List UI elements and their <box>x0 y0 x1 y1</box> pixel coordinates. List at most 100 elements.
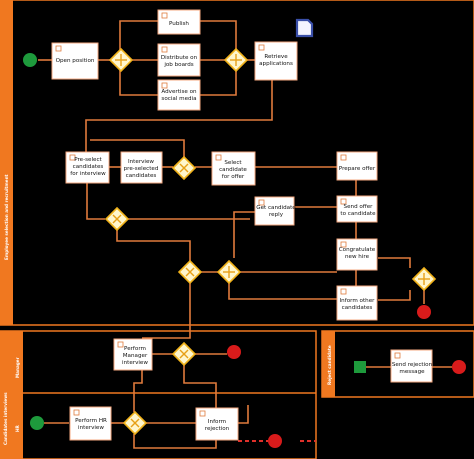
task-manager-interview[interactable]: Perform Manager interview <box>113 338 153 371</box>
svg-text:for interview: for interview <box>70 171 106 177</box>
task-label-inform-other-1: Inform other <box>340 298 376 304</box>
task-label-prepare-offer: Prepare offer <box>339 166 376 172</box>
svg-text:candidates: candidates <box>73 164 104 170</box>
task-open-position[interactable]: Open position <box>51 42 99 80</box>
task-distribute-job-boards[interactable]: Distribute on job boards <box>157 43 201 77</box>
svg-text:to candidate: to candidate <box>340 211 376 217</box>
task-publish[interactable]: Publish <box>157 9 201 35</box>
task-get-candidate-reply[interactable]: Get candidate reply <box>254 196 296 226</box>
task-label-advertise-1: Advertise on <box>161 89 197 95</box>
gateway-hr-decision[interactable] <box>122 410 148 436</box>
pool-label-interviews: Candidates interviews <box>3 392 8 445</box>
gateway-manager-decision[interactable] <box>171 341 197 367</box>
svg-text:candidates: candidates <box>342 305 373 311</box>
task-label-retrieve-2: applications <box>259 61 293 67</box>
start-event-reject[interactable] <box>354 361 366 373</box>
task-label-manager-interview-1: Perform <box>124 346 146 352</box>
task-marker-icon <box>394 352 401 359</box>
end-event-manager[interactable] <box>227 345 241 359</box>
gateway-interview-decision[interactable] <box>171 155 197 181</box>
svg-text:candidate: candidate <box>219 167 247 173</box>
start-event-hr[interactable] <box>30 416 44 430</box>
task-label-preselect-2: candidates <box>73 164 104 170</box>
task-label-preselect-1: Pre-select <box>74 157 102 163</box>
task-preselect-candidates[interactable]: Pre-select candidates for interview <box>65 151 110 184</box>
task-marker-icon <box>258 44 265 51</box>
svg-text:Prepare offer: Prepare offer <box>339 166 376 172</box>
task-label-interview-2: pre-selected <box>124 166 159 172</box>
gateway-parallel-split[interactable] <box>108 47 134 73</box>
gateway-hire-split[interactable] <box>216 259 242 285</box>
task-marker-icon <box>258 199 265 206</box>
gateway-hire-join[interactable] <box>411 266 437 292</box>
document-icon[interactable] <box>295 18 314 38</box>
svg-text:interview: interview <box>122 360 148 366</box>
sequence-flows <box>38 20 452 449</box>
task-label-congratulate-2: new hire <box>345 254 370 260</box>
svg-text:candidates: candidates <box>126 173 157 179</box>
task-label-publish: Publish <box>169 21 189 27</box>
task-label-send-offer-2: to candidate <box>340 211 376 217</box>
start-event-main[interactable] <box>23 53 37 67</box>
svg-text:pre-selected: pre-selected <box>124 166 159 172</box>
svg-text:Retrieve: Retrieve <box>264 54 288 60</box>
task-advertise-social[interactable]: Advertise on social media <box>157 79 201 111</box>
task-label-send-rejection-2: message <box>399 369 425 375</box>
svg-text:reply: reply <box>269 212 284 218</box>
task-marker-icon <box>340 288 347 295</box>
task-label-interview-3: candidates <box>126 173 157 179</box>
task-select-candidate-offer[interactable]: Select candidate for offer <box>211 151 256 186</box>
task-label-inform-other-2: candidates <box>342 305 373 311</box>
task-label-hr-interview-1: Perform HR <box>75 418 107 424</box>
svg-text:new hire: new hire <box>345 254 370 260</box>
svg-text:Select: Select <box>224 160 242 166</box>
task-send-rejection-message[interactable]: Send rejection message <box>390 349 433 383</box>
task-congratulate-new-hire[interactable]: Congratulate new hire <box>336 238 378 271</box>
svg-text:Send offer: Send offer <box>344 204 374 210</box>
task-marker-icon <box>55 45 62 52</box>
task-prepare-offer[interactable]: Prepare offer <box>336 151 378 181</box>
task-retrieve-applications[interactable]: Retrieve applications <box>254 41 298 81</box>
task-label-select-3: for offer <box>222 174 245 180</box>
task-inform-rejection[interactable]: Inform rejection <box>195 407 239 441</box>
task-label-advertise-2: social media <box>161 96 196 102</box>
pool-label-recruitment: Employee selection and recruitment <box>4 174 9 260</box>
task-label-inform-rejection-2: rejection <box>205 426 230 432</box>
task-marker-icon <box>340 154 347 161</box>
task-label-get-reply-2: reply <box>269 212 284 218</box>
task-hr-interview[interactable]: Perform HR interview <box>69 406 112 441</box>
task-marker-icon <box>215 154 222 161</box>
svg-text:rejection: rejection <box>205 426 230 432</box>
svg-text:Inform: Inform <box>208 419 226 425</box>
task-send-offer[interactable]: Send offer to candidate <box>336 195 378 223</box>
end-event-hr[interactable] <box>268 434 282 448</box>
task-marker-icon <box>340 241 347 248</box>
svg-text:Pre-select: Pre-select <box>74 157 102 163</box>
svg-text:Perform: Perform <box>124 346 146 352</box>
svg-text:Distribute on: Distribute on <box>161 55 198 61</box>
task-marker-icon <box>73 409 80 416</box>
svg-text:Open position: Open position <box>56 58 95 64</box>
svg-text:social media: social media <box>161 96 196 102</box>
task-label-inform-rejection-1: Inform <box>208 419 226 425</box>
svg-text:Interview: Interview <box>128 159 154 165</box>
task-interview-preselected[interactable]: Interview pre-selected candidates <box>120 151 163 184</box>
task-label-open-position: Open position <box>56 58 95 64</box>
pool-interviews[interactable]: Candidates interviews Manager HR <box>0 330 317 459</box>
svg-text:for offer: for offer <box>222 174 245 180</box>
svg-text:interview: interview <box>78 425 104 431</box>
end-event-reject[interactable] <box>452 360 466 374</box>
task-label-interview-1: Interview <box>128 159 154 165</box>
end-event-offer[interactable] <box>417 305 431 319</box>
task-inform-other-candidates[interactable]: Inform other candidates <box>336 285 378 321</box>
svg-text:Inform other: Inform other <box>340 298 376 304</box>
gateway-reply-decision[interactable] <box>177 259 203 285</box>
svg-text:Send rejection: Send rejection <box>392 362 433 368</box>
svg-text:message: message <box>399 369 425 375</box>
svg-text:job boards: job boards <box>163 62 193 68</box>
pool-label-reject: Reject candidate <box>327 345 332 385</box>
gateway-preselect-merge[interactable] <box>104 206 130 232</box>
gateway-parallel-join[interactable] <box>223 47 249 73</box>
lane-label-hr: HR <box>15 424 20 432</box>
